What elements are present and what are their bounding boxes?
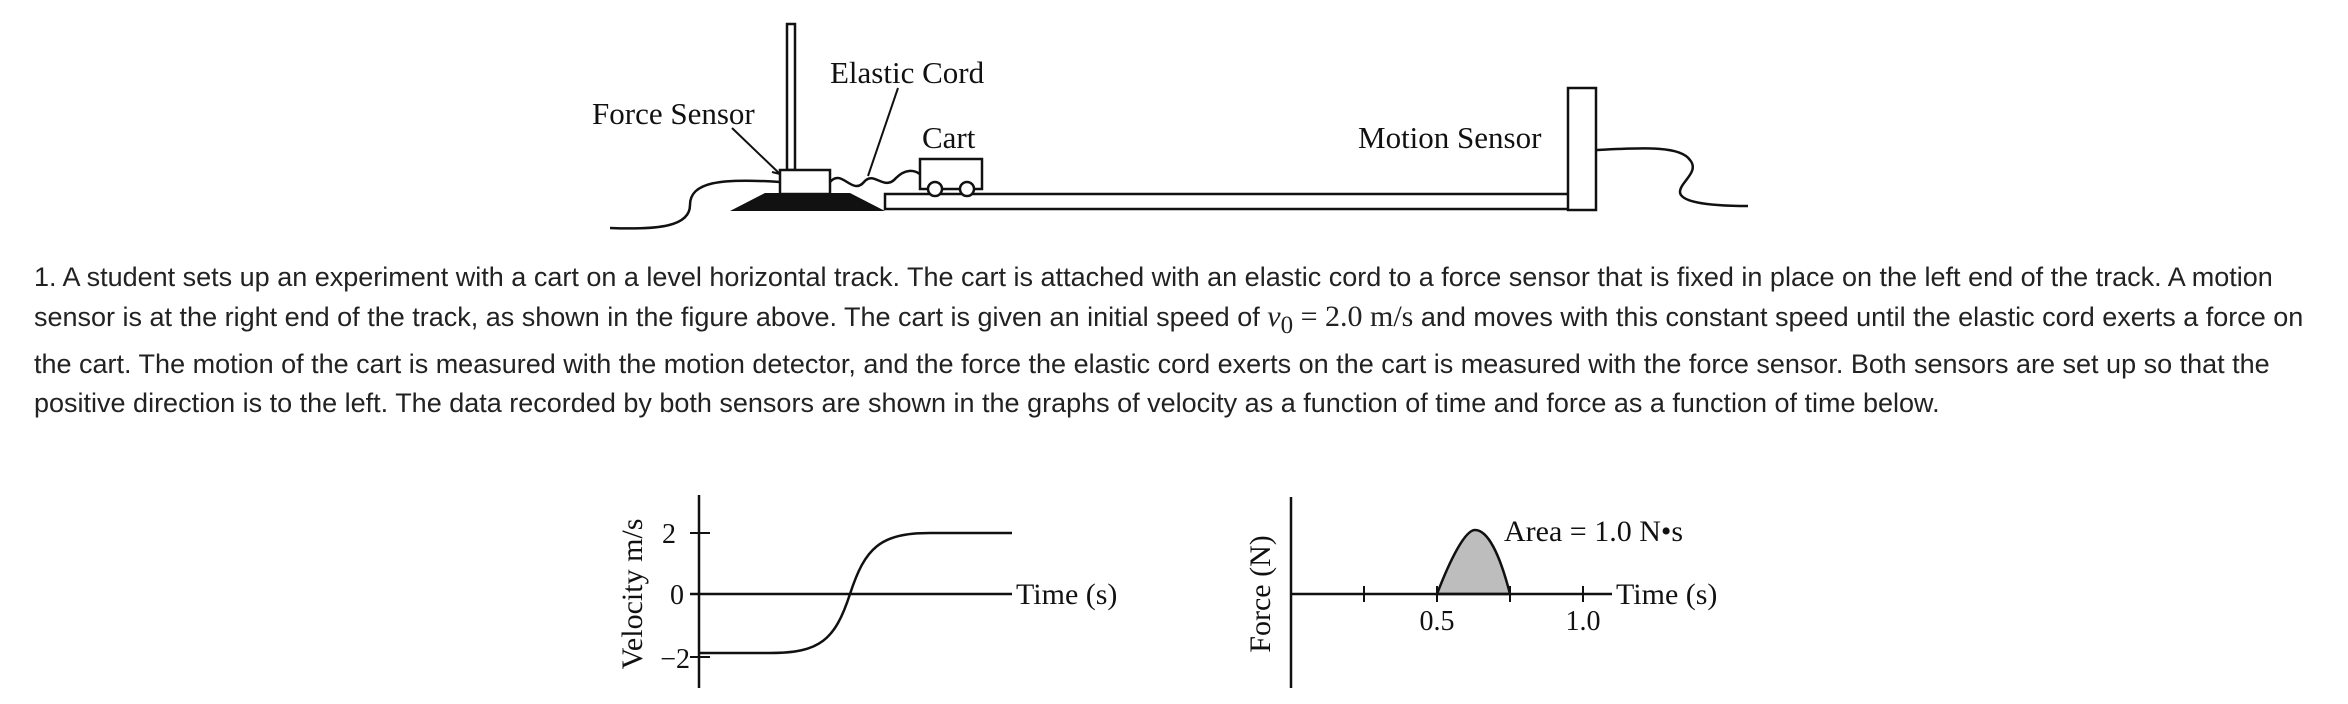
velocity-graph: Velocity m/s 2 0 −2 Time (s) bbox=[616, 495, 1117, 688]
cart bbox=[918, 157, 984, 198]
velocity-tick-label-0: 0 bbox=[670, 580, 684, 611]
initial-speed-equation: v0 = 2.0 m/s bbox=[1267, 300, 1414, 339]
elastic-cord-label: Elastic Cord bbox=[830, 55, 985, 90]
force-xlabel: Time (s) bbox=[1616, 578, 1717, 611]
motion-sensor-cable bbox=[1595, 147, 1749, 208]
elastic-cord bbox=[829, 169, 923, 188]
elastic-cord-leader bbox=[867, 87, 899, 177]
force-sensor-leader bbox=[731, 127, 781, 175]
force-sensor-box bbox=[778, 168, 832, 196]
track bbox=[883, 192, 1587, 211]
force-tick-label-1.0: 1.0 bbox=[1566, 606, 1601, 637]
speed-value: = 2.0 m/s bbox=[1293, 300, 1414, 333]
question-number: 1. bbox=[34, 262, 57, 292]
velocity-xlabel: Time (s) bbox=[1016, 578, 1117, 611]
speed-subscript: 0 bbox=[1280, 312, 1294, 339]
apparatus-figure: Force Sensor Elastic Cord Cart Motion Se… bbox=[592, 22, 1749, 230]
motion-sensor-label: Motion Sensor bbox=[1358, 120, 1542, 155]
sensor-base bbox=[730, 193, 885, 211]
question-part1: A student sets up an experiment with a c… bbox=[34, 262, 2273, 332]
velocity-tick-label-2: 2 bbox=[662, 519, 676, 550]
force-sensor-arrowhead bbox=[771, 171, 781, 175]
question-text: 1. A student sets up an experiment with … bbox=[34, 258, 2324, 423]
force-sensor-label: Force Sensor bbox=[592, 96, 755, 131]
cart-label: Cart bbox=[922, 120, 976, 155]
force-sensor-cable bbox=[609, 179, 781, 230]
sensor-post bbox=[785, 22, 797, 172]
force-pulse bbox=[1435, 528, 1512, 596]
speed-variable: v bbox=[1267, 300, 1281, 333]
velocity-ylabel: Velocity m/s bbox=[616, 519, 649, 670]
velocity-curve bbox=[699, 531, 1012, 655]
motion-sensor bbox=[1566, 86, 1598, 212]
velocity-tick-label-neg2: −2 bbox=[660, 644, 690, 675]
force-ylabel: Force (N) bbox=[1244, 535, 1277, 652]
force-tick-label-0.5: 0.5 bbox=[1420, 606, 1455, 637]
force-graph: Force (N) 0.5 1.0 Area = 1.0 N•s Time (s… bbox=[1244, 497, 1717, 688]
graphs-figure: Velocity m/s 2 0 −2 Time (s) Force (N) 0… bbox=[616, 495, 1717, 688]
force-area-label: Area = 1.0 N•s bbox=[1504, 515, 1683, 548]
question-part2: and moves with this constant speed until… bbox=[34, 302, 2304, 418]
